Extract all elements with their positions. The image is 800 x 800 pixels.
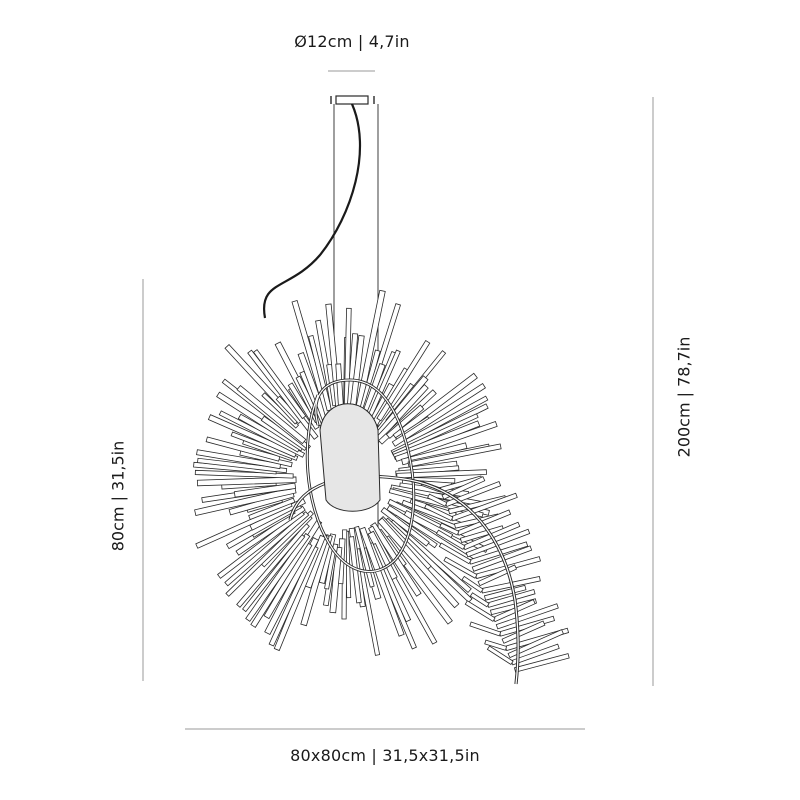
- crystal-rod: [196, 476, 297, 487]
- crystal-rod: [380, 507, 430, 547]
- crystal-rod: [236, 522, 310, 608]
- crystal-rod: [248, 497, 296, 521]
- crystal-rod: [377, 517, 460, 609]
- crystal-rod: [264, 537, 320, 636]
- crystal-rod: [194, 486, 297, 516]
- crystal-rod-cluster: [193, 289, 570, 673]
- ceiling-canopy: [330, 95, 375, 105]
- crystal-rod: [438, 542, 472, 565]
- crystal-rod: [224, 511, 310, 587]
- light-bulb: [319, 403, 381, 512]
- crystal-rod: [443, 556, 478, 579]
- crystal-rod: [501, 620, 546, 644]
- crystal-rod: [207, 414, 298, 458]
- crystal-rod: [308, 334, 333, 412]
- crystal-rod: [435, 529, 466, 550]
- crystal-rod: [300, 534, 333, 627]
- crystal-rod: [205, 436, 281, 462]
- crystal-rod: [195, 501, 293, 549]
- crystal-rod: [439, 522, 460, 536]
- crystal-rod: [253, 349, 307, 420]
- crystal-rod: [427, 493, 448, 507]
- crystal-rod: [391, 382, 486, 447]
- crystal-rod: [217, 510, 305, 579]
- crystal-rod: [394, 421, 498, 462]
- crystal-rod: [424, 503, 454, 522]
- crystal-rod: [469, 592, 490, 608]
- crystal-rod: [385, 404, 425, 439]
- crystal-rod: [495, 603, 559, 630]
- crystal-rod: [250, 519, 323, 628]
- power-cord: [262, 103, 362, 319]
- crystal-rod: [507, 629, 564, 659]
- crystal-rod: [245, 532, 311, 622]
- crystal-rod: [396, 469, 487, 479]
- crystal-rod: [354, 548, 381, 656]
- crystal-rod: [216, 391, 305, 452]
- crystal-rod: [196, 449, 282, 470]
- crystal-rod: [329, 546, 343, 614]
- crystal-rod: [194, 469, 294, 479]
- crystal-rod: [407, 443, 502, 468]
- crystal-rod: [513, 653, 570, 673]
- crystal-rod: [461, 575, 484, 594]
- crystal-rod: [469, 621, 502, 637]
- crystal-rod: [391, 413, 479, 457]
- canopy-diameter-label: Ø12cm | 4,7in: [294, 32, 410, 51]
- crystal-rod: [486, 645, 514, 666]
- crystal-rod: [233, 482, 297, 498]
- crystal-rod: [242, 533, 306, 613]
- crystal-rod: [465, 528, 531, 558]
- crystal-rod: [392, 372, 478, 440]
- crystal-rod: [376, 339, 431, 422]
- crystal-rod: [230, 431, 299, 461]
- crystal-rod: [268, 545, 319, 647]
- crystal-rod: [225, 510, 314, 597]
- crystal-rod: [484, 639, 508, 651]
- crystal-rod: [236, 384, 307, 445]
- footprint-label: 80x80cm | 31,5x31,5in: [290, 746, 480, 765]
- crystal-rod: [235, 505, 306, 556]
- crystal-rod: [464, 600, 496, 622]
- crystal-rod: [359, 526, 405, 637]
- crystal-rod: [197, 457, 288, 474]
- crystal-rod: [441, 476, 486, 500]
